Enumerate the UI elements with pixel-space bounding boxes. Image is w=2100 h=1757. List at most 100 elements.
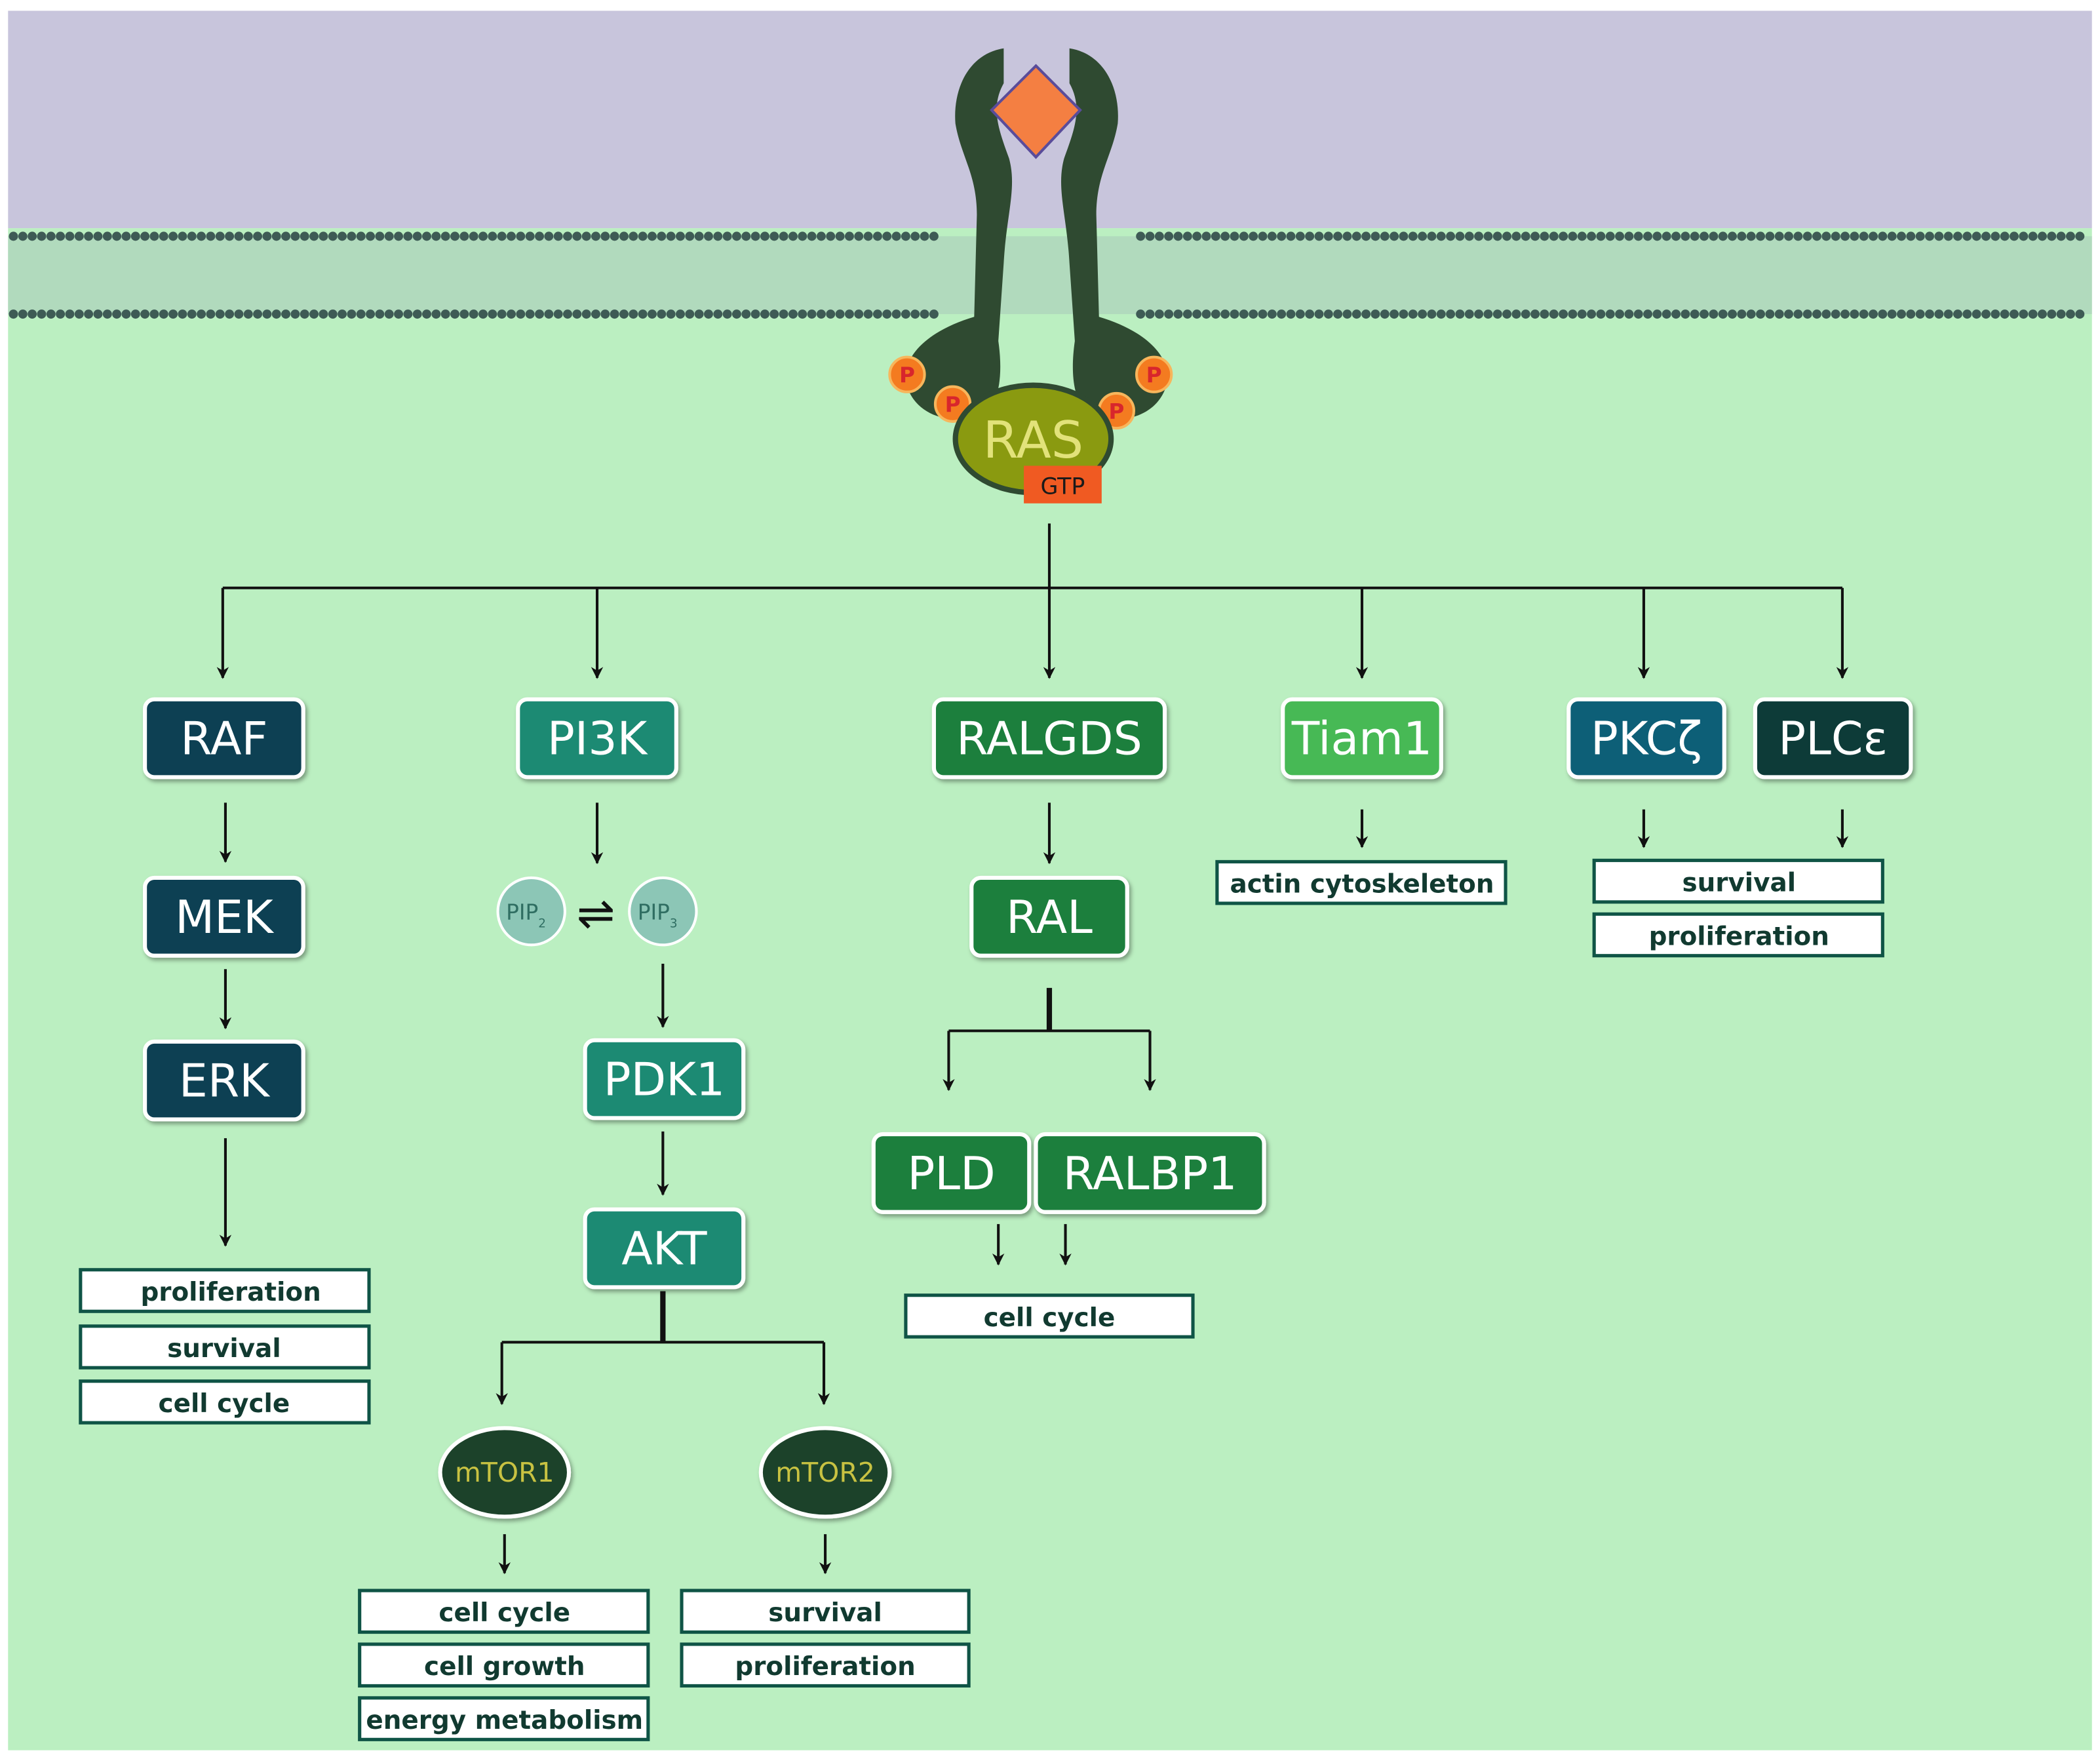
- pip3-label: PIP3: [638, 899, 678, 930]
- lipid-head: [253, 309, 263, 319]
- lipid-head: [459, 231, 469, 241]
- lipid-head: [1230, 309, 1239, 319]
- lipid-head: [1596, 309, 1606, 319]
- lipid-head: [1267, 231, 1277, 241]
- lipid-head: [121, 231, 131, 241]
- lipid-head: [1145, 309, 1155, 319]
- lipid-head: [112, 309, 122, 319]
- lipid-head: [1737, 309, 1747, 319]
- lipid-head: [168, 309, 178, 319]
- lipid-head: [2047, 309, 2057, 319]
- lipid-head: [1239, 231, 1249, 241]
- lipid-head: [1878, 231, 1888, 241]
- lipid-head: [1549, 231, 1559, 241]
- lipid-head: [1991, 309, 2000, 319]
- lipid-head: [713, 231, 723, 241]
- lipid-head: [319, 309, 328, 319]
- lipid-head: [920, 231, 929, 241]
- lipid-head: [281, 231, 291, 241]
- lipid-head: [74, 231, 84, 241]
- lipid-head: [741, 309, 751, 319]
- lipid-head: [1239, 309, 1249, 319]
- lipid-head: [516, 309, 526, 319]
- lipid-head: [1869, 309, 1878, 319]
- lipid-head: [65, 231, 75, 241]
- lipid-head: [1408, 309, 1418, 319]
- lipid-head: [338, 309, 347, 319]
- lipid-head: [1831, 231, 1840, 241]
- lipid-head: [1295, 309, 1305, 319]
- lipid-head: [1464, 309, 1474, 319]
- lipid-head: [1464, 231, 1474, 241]
- outcome-boxes: proliferation survival cell cycle cell c…: [79, 858, 1884, 1741]
- lipid-head: [694, 309, 704, 319]
- lipid-head: [1915, 231, 1925, 241]
- lipid-head: [46, 231, 56, 241]
- lipid-head: [731, 309, 741, 319]
- akt-node: AKT: [583, 1207, 746, 1290]
- lipid-head: [56, 309, 66, 319]
- lipid-head: [1869, 231, 1878, 241]
- lipid-head: [18, 231, 28, 241]
- pi3k-label: PI3K: [547, 713, 649, 766]
- pip3-node: PIP3: [628, 876, 698, 947]
- lipid-head: [2056, 231, 2066, 241]
- lipid-head: [1474, 231, 1484, 241]
- lipid-head: [488, 309, 497, 319]
- lipid-head: [1230, 231, 1239, 241]
- svg-text:survival: survival: [1682, 868, 1796, 898]
- lipid-head: [629, 231, 638, 241]
- lipid-head: [1220, 309, 1230, 319]
- lipid-head: [1295, 231, 1305, 241]
- lipid-head: [769, 231, 779, 241]
- lipid-head: [1492, 231, 1502, 241]
- lipid-head: [1511, 309, 1521, 319]
- outcome-mtor2-proliferation: proliferation: [680, 1642, 971, 1688]
- svg-text:survival: survival: [167, 1334, 281, 1364]
- lipid-head: [140, 231, 150, 241]
- lipid-head: [1596, 231, 1606, 241]
- lipid-head: [1333, 231, 1343, 241]
- lipid-head: [507, 231, 516, 241]
- svg-text:cell cycle: cell cycle: [159, 1389, 290, 1419]
- lipid-head: [1136, 309, 1146, 319]
- lipid-head: [1671, 231, 1681, 241]
- phosphate-badge: [888, 355, 926, 393]
- lipid-head: [271, 231, 281, 241]
- lipid-head: [309, 309, 319, 319]
- outcome-erk-survival: survival: [79, 1324, 371, 1370]
- lipid-head: [872, 309, 882, 319]
- lipid-head: [9, 231, 18, 241]
- lipid-head: [694, 231, 704, 241]
- lipid-head: [394, 309, 404, 319]
- lipid-head: [1840, 309, 1850, 319]
- lipid-head: [2010, 231, 2019, 241]
- lipid-head: [1549, 309, 1559, 319]
- lipid-head: [1351, 309, 1361, 319]
- cell-membrane: [8, 231, 2092, 319]
- lipid-head: [1164, 309, 1174, 319]
- lipid-head: [1502, 309, 1512, 319]
- lipid-head: [431, 231, 441, 241]
- lipid-head: [1492, 309, 1502, 319]
- lipid-head: [826, 309, 836, 319]
- lipid-head: [1850, 309, 1859, 319]
- lipid-head: [1690, 309, 1700, 319]
- outcome-erk-proliferation: proliferation: [79, 1268, 371, 1313]
- lipid-head: [347, 309, 357, 319]
- akt-label: AKT: [621, 1223, 707, 1276]
- lipid-head: [1540, 231, 1549, 241]
- lipid-head: [704, 309, 713, 319]
- lipid-head: [1821, 231, 1831, 241]
- pi3k-node: PI3K: [516, 697, 678, 780]
- lipid-head: [704, 231, 713, 241]
- ralbp1-node: RALBP1: [1034, 1132, 1266, 1214]
- outcome-tiam1-actin: actin cytoskeleton: [1215, 859, 1507, 905]
- mtor1-label: mTOR1: [455, 1457, 554, 1488]
- lipid-head: [1765, 309, 1775, 319]
- lipid-head: [469, 309, 478, 319]
- lipid-head: [581, 231, 591, 241]
- lipid-head: [1220, 231, 1230, 241]
- lipid-head: [1718, 309, 1728, 319]
- lipid-head: [929, 231, 939, 241]
